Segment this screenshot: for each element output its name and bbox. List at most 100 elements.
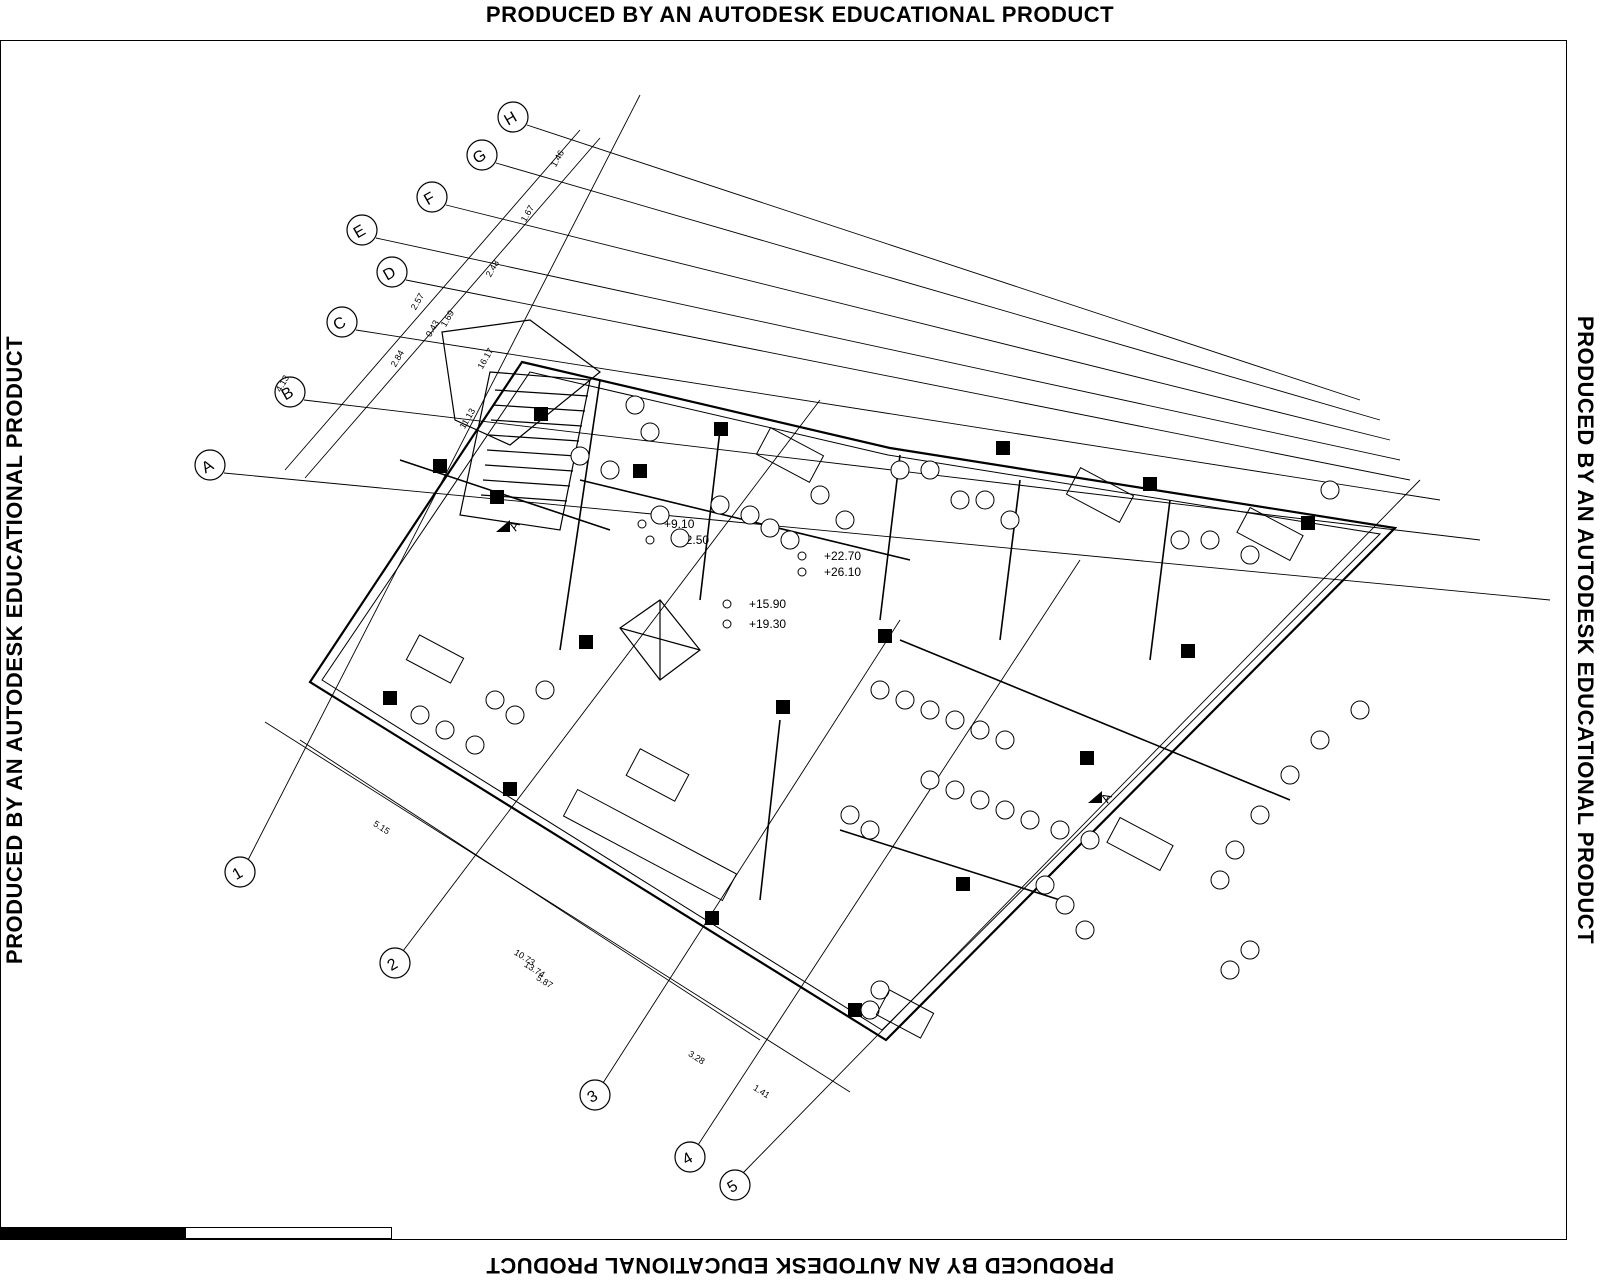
chair [435, 720, 455, 740]
chair [970, 790, 990, 810]
chair [1035, 875, 1055, 895]
chair [640, 422, 660, 442]
structural-column [714, 422, 728, 436]
chair [740, 505, 760, 525]
chair [670, 528, 690, 548]
structural-column [996, 441, 1010, 455]
desk [562, 788, 738, 902]
structural-column [579, 635, 593, 649]
grid-line-row [223, 472, 1551, 601]
chair [1220, 960, 1240, 980]
chair [895, 690, 915, 710]
grid-line-row [445, 204, 1391, 441]
elevation-label: +19.30 [749, 617, 786, 631]
elevation-marker [797, 551, 807, 561]
chair [1080, 830, 1100, 850]
grid-line-row [405, 279, 1411, 481]
section-arrow [1088, 791, 1102, 803]
chair [1020, 810, 1040, 830]
chair [995, 800, 1015, 820]
dimension-label: 3.28 [687, 1049, 707, 1067]
chair [1280, 765, 1300, 785]
chair [840, 805, 860, 825]
structural-column [776, 700, 790, 714]
structural-column [383, 691, 397, 705]
chair [600, 460, 620, 480]
chair [710, 495, 730, 515]
interior-walls [399, 379, 1291, 901]
chair [920, 700, 940, 720]
grid-line-col [742, 479, 1421, 1174]
dimension-label: 5.87 [535, 973, 555, 991]
chair [570, 446, 590, 466]
grid-bubble [346, 214, 378, 246]
chair [995, 730, 1015, 750]
chair [1000, 510, 1020, 530]
dimension-label: 1.69 [439, 308, 456, 328]
desk [1065, 466, 1135, 524]
desk [405, 634, 465, 684]
grid-line-row [375, 237, 1401, 461]
building-outline [308, 360, 1398, 1042]
chair [1320, 480, 1340, 500]
desk [1236, 506, 1304, 562]
chair [410, 705, 430, 725]
structural-column [490, 490, 504, 504]
grid-bubble [274, 376, 306, 408]
chair [1170, 530, 1190, 550]
chair [870, 680, 890, 700]
chair [945, 710, 965, 730]
elevation-label: +26.10 [824, 565, 861, 579]
grid-line-row [526, 124, 1361, 401]
chair [835, 510, 855, 530]
chair [970, 720, 990, 740]
dimension-line [299, 739, 761, 1041]
chair [1055, 895, 1075, 915]
grid-line-row [355, 329, 1441, 501]
structural-column [433, 459, 447, 473]
desk [755, 426, 825, 484]
elevation-marker [637, 519, 647, 529]
grid-bubble [376, 256, 408, 288]
chair [1350, 700, 1370, 720]
grid-line-row [495, 162, 1381, 421]
structural-column [956, 877, 970, 891]
elevator-shaft [619, 599, 701, 681]
structural-column [534, 407, 548, 421]
structural-column [1080, 751, 1094, 765]
grid-bubble [194, 449, 226, 481]
scale-bar-segment [1, 1228, 161, 1238]
dimension-line [284, 129, 581, 471]
chair [860, 820, 880, 840]
chair [920, 770, 940, 790]
elevation-label: +15.90 [749, 597, 786, 611]
chair [780, 530, 800, 550]
structural-column [1143, 477, 1157, 491]
chair [975, 490, 995, 510]
drawing-frame [0, 40, 1567, 1240]
grid-line-col [602, 619, 901, 1084]
chair [1075, 920, 1095, 940]
chair [1250, 805, 1270, 825]
dimension-line [264, 721, 851, 1093]
chair [1310, 730, 1330, 750]
chair [1050, 820, 1070, 840]
structural-column [848, 1003, 862, 1017]
grid-bubble [579, 1079, 611, 1111]
elevation-marker [645, 535, 655, 545]
dimension-line [304, 137, 601, 479]
chair [920, 460, 940, 480]
scale-bar-segment [161, 1228, 186, 1238]
chair [1200, 530, 1220, 550]
chair [485, 690, 505, 710]
structural-column [1301, 516, 1315, 530]
structural-column [503, 782, 517, 796]
desk [875, 989, 935, 1039]
chair [650, 505, 670, 525]
chair [1225, 840, 1245, 860]
dimension-label: 2.57 [409, 291, 426, 311]
grid-bubble [466, 139, 498, 171]
grid-line-col [247, 94, 641, 861]
dimension-label: 2.48 [484, 258, 501, 278]
